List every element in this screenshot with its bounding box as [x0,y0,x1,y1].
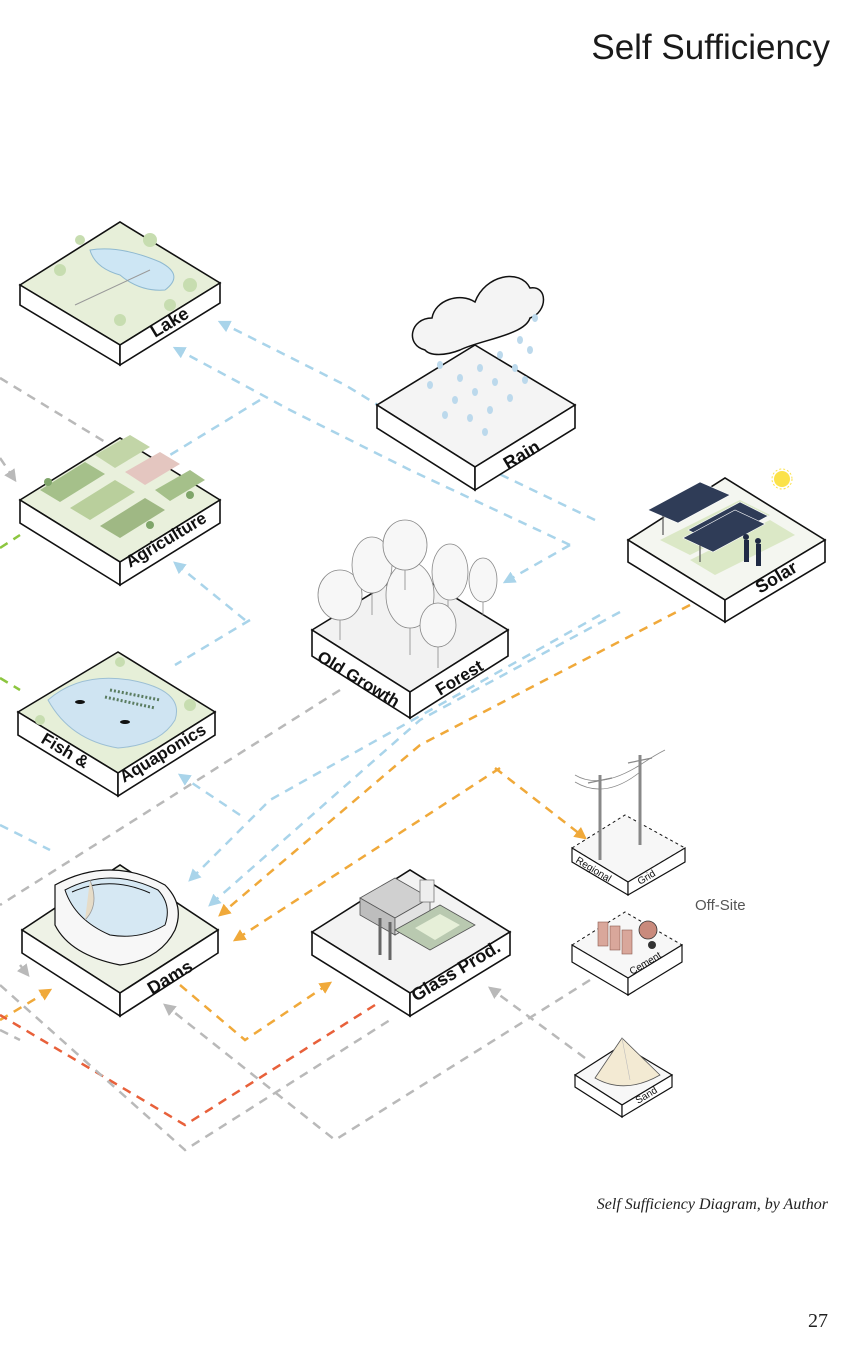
solar-block[interactable]: Solar [626,468,827,624]
solar-panel-icon [647,481,795,575]
cement-block[interactable]: Cement [571,911,683,997]
dam-icon [54,869,179,966]
sun-icon [771,468,793,490]
regional-grid-block[interactable]: Regional Grid [571,749,687,897]
energy-flow-lines [0,603,691,1042]
cement-mixer-icon [597,920,658,955]
lake-icon [54,233,197,326]
fabrication-flow-lines [0,1003,376,1127]
offsite-label: Off-Site [695,897,746,914]
figure-caption: Self Sufficiency Diagram, by Author [596,1196,828,1213]
fish-pond-icon [35,657,196,749]
tree-icon [317,519,498,668]
factory-icon [359,877,476,960]
sand-block[interactable]: Sand [573,1037,674,1119]
rain-block[interactable]: Rain [375,275,577,492]
food-flow-lines [0,533,21,692]
agriculture-block[interactable]: Agriculture [18,435,222,587]
sand-pile-icon [594,1037,661,1087]
power-pole-icon [574,749,666,860]
glass-production-block[interactable]: Glass Prod. [310,869,512,1018]
rain-cloud-icon [411,275,545,436]
page-title: Self Sufficiency [591,28,830,67]
lake-block[interactable]: Lake [18,221,222,367]
page-number: 27 [808,1310,828,1332]
fish-aquaponics-block[interactable]: Fish & Aquaponics [16,651,217,798]
material-flow-lines [0,376,591,1152]
dams-block[interactable]: Dams [20,864,220,1018]
forest-block[interactable]: Old Growth Forest [310,519,510,720]
crop-field-icon [40,435,205,538]
water-flow-lines [0,320,621,907]
